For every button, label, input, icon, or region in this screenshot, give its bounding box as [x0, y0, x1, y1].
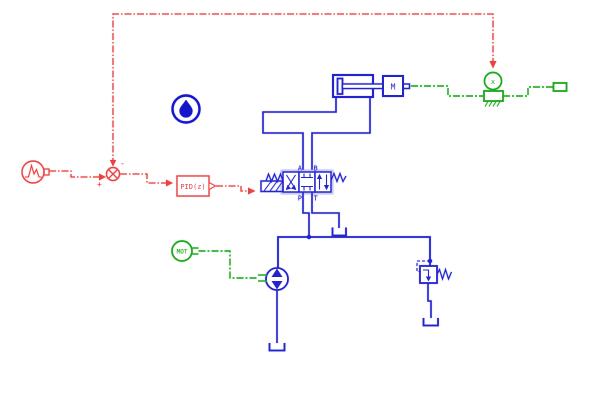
- pipe-port-p-to-supply[interactable]: [302, 192, 310, 237]
- valve-position-closed[interactable]: [298, 171, 316, 193]
- pressure-relief-valve[interactable]: [416, 260, 453, 284]
- sensor-output-wire[interactable]: [503, 86, 553, 97]
- rod-motion-wire[interactable]: [411, 85, 483, 97]
- waveform-icon: [25, 163, 42, 178]
- error-signal-wire[interactable]: [120, 173, 166, 184]
- pipe-cylinder-right-to-port-b[interactable]: [311, 97, 371, 172]
- hydraulic-network: M: [171, 74, 453, 352]
- pump-triangle-up-icon: [271, 268, 283, 277]
- junction-x-icon: [108, 169, 118, 179]
- summing-junction[interactable]: - +: [97, 159, 125, 189]
- hydraulic-pump[interactable]: [265, 267, 289, 291]
- feedback-signal-wire[interactable]: [112, 13, 494, 165]
- signal-sink[interactable]: [552, 82, 568, 92]
- sensor-ground-hatch-icon: [484, 101, 501, 107]
- sum-minus-sign: -: [120, 159, 125, 168]
- port-t-label: T: [314, 195, 319, 203]
- pid-block-label: PID(z): [180, 183, 205, 191]
- arrow-down-into-junction: [109, 160, 117, 167]
- source-output-port: [43, 168, 50, 176]
- piston-rod: [341, 83, 385, 90]
- relief-arrow-icon: [425, 276, 432, 282]
- arrow-into-valve: [248, 187, 256, 195]
- sensor-label: x: [491, 78, 495, 86]
- motor-label: MOT: [177, 249, 188, 256]
- port-p-label: P: [298, 195, 302, 203]
- closed-center-icon: [301, 173, 313, 191]
- signal-network: - + PID(z): [21, 13, 497, 197]
- setpoint-wire[interactable]: [49, 170, 99, 178]
- valve-right-spring-icon: [330, 171, 347, 184]
- shaft-wire-motor-to-pump[interactable]: [198, 250, 258, 279]
- hydraulic-cylinder[interactable]: [332, 74, 385, 98]
- fluid-properties[interactable]: [171, 94, 201, 124]
- mass-load[interactable]: M: [382, 75, 411, 97]
- pipe-relief-return[interactable]: [427, 283, 432, 318]
- proportional-solenoid: [260, 180, 284, 193]
- arrow-down-into-sensor: [489, 61, 497, 69]
- supply-pressure-bus[interactable]: [277, 236, 431, 268]
- droplet-icon: [179, 99, 193, 118]
- relief-flow-path-icon: [423, 269, 430, 277]
- valve-command-wire[interactable]: [216, 185, 248, 192]
- junction-dot-p: [306, 234, 312, 240]
- mass-rod-stub: [402, 83, 411, 90]
- tank-relief-return[interactable]: [422, 318, 439, 327]
- parallel-arrows-icon: [316, 173, 330, 191]
- solenoid-hatch-icon: [263, 181, 283, 192]
- sum-plus-sign: +: [97, 180, 102, 189]
- relief-pilot-line: [416, 260, 430, 273]
- fluid-properties-circle[interactable]: [171, 94, 201, 124]
- port-b-label: B: [314, 165, 318, 173]
- motor-circle[interactable]: [171, 240, 193, 262]
- motor-prime-mover[interactable]: MOT: [171, 240, 199, 262]
- pipe-port-t-to-tank[interactable]: [311, 192, 340, 228]
- sensor-transducer-circle[interactable]: [483, 71, 503, 91]
- signal-source[interactable]: [21, 160, 50, 184]
- pid-controller[interactable]: PID(z): [176, 175, 217, 197]
- mass-label: M: [391, 83, 396, 92]
- tank-pump-suction[interactable]: [268, 343, 286, 352]
- tank-valve-return[interactable]: [331, 227, 347, 237]
- relief-spring-icon: [436, 267, 453, 281]
- pump-triangle-down-icon: [271, 281, 283, 290]
- pipe-cylinder-left-to-port-a[interactable]: [262, 97, 337, 172]
- valve-left-spring-icon: [265, 172, 284, 184]
- sensor-body[interactable]: [483, 90, 504, 102]
- arrow-into-pid: [166, 179, 173, 187]
- piston: [336, 77, 344, 95]
- directional-valve[interactable]: A B P T: [260, 165, 347, 203]
- crossed-arrows-icon: [285, 174, 297, 190]
- pid-output-port: [208, 181, 217, 191]
- arrow-into-junction: [99, 173, 106, 181]
- mechanical-network: MOT x: [171, 71, 568, 282]
- valve-position-parallel[interactable]: [314, 171, 332, 193]
- summing-junction-circle[interactable]: [105, 166, 121, 182]
- displacement-sensor[interactable]: x: [483, 71, 504, 107]
- port-a-label: A: [298, 165, 303, 173]
